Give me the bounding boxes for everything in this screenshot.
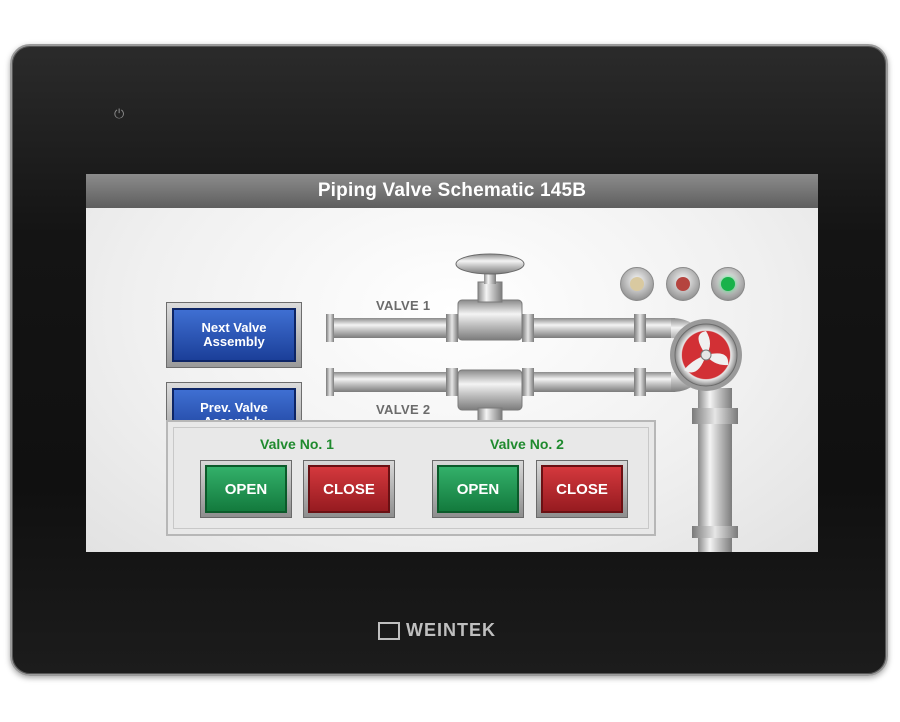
valve-1-close-label: CLOSE bbox=[308, 465, 390, 513]
indicator-green-core bbox=[721, 277, 735, 291]
valve-1-open-label: OPEN bbox=[205, 465, 287, 513]
hmi-device: ⏻ Piping Valve Schematic 145B bbox=[10, 44, 888, 676]
valve-2-control-title: Valve No. 2 bbox=[490, 436, 564, 452]
next-valve-assembly-label: Next Valve Assembly bbox=[172, 308, 296, 362]
valve-control-group: Valve No. 1 Valve No. 2 OPEN CLOSE OPEN … bbox=[166, 420, 656, 536]
pump-icon bbox=[670, 319, 742, 391]
valve-1-open-button[interactable]: OPEN bbox=[200, 460, 292, 518]
indicator-lamp-green bbox=[711, 267, 745, 301]
valve-2-open-button[interactable]: OPEN bbox=[432, 460, 524, 518]
hmi-screen: Piping Valve Schematic 145B bbox=[86, 174, 818, 552]
valve-1-body bbox=[455, 253, 525, 341]
indicator-lamp-amber bbox=[620, 267, 654, 301]
valve-2-close-label: CLOSE bbox=[541, 465, 623, 513]
page-title: Piping Valve Schematic 145B bbox=[86, 174, 818, 208]
valve-1-control-title: Valve No. 1 bbox=[260, 436, 334, 452]
valve-2-label: VALVE 2 bbox=[376, 402, 431, 417]
indicator-red-core bbox=[676, 277, 690, 291]
valve-1-close-button[interactable]: CLOSE bbox=[303, 460, 395, 518]
weintek-logo-icon bbox=[378, 621, 400, 640]
valve-1-label: VALVE 1 bbox=[376, 298, 431, 313]
outlet-pipe bbox=[692, 388, 738, 552]
valve-control-frame bbox=[173, 427, 649, 529]
valve-2-open-label: OPEN bbox=[437, 465, 519, 513]
next-valve-assembly-button[interactable]: Next Valve Assembly bbox=[166, 302, 302, 368]
indicator-amber-core bbox=[630, 277, 644, 291]
brand-name: WEINTEK bbox=[406, 620, 496, 640]
valve-2-close-button[interactable]: CLOSE bbox=[536, 460, 628, 518]
indicator-lamp-red bbox=[666, 267, 700, 301]
brand-mark: WEINTEK bbox=[378, 620, 496, 641]
power-icon: ⏻ bbox=[114, 106, 125, 121]
